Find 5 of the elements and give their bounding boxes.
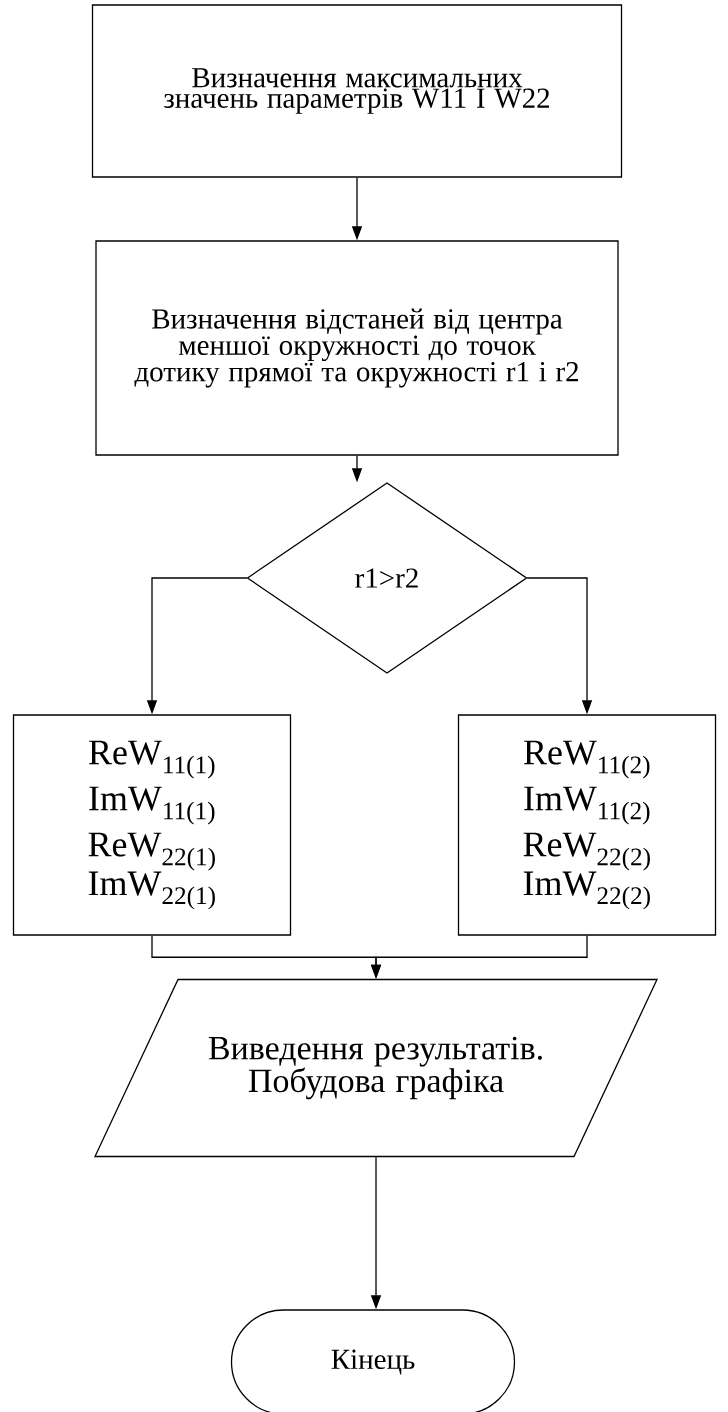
terminal-box: Кінець xyxy=(230,1309,516,1412)
process-box: ReW$_{11(1)}$ ImW$_{11(1)}$ ReW$_{22(1)}$ ImW$_{22(1)}$ xyxy=(12,714,292,936)
process-box: Визначення максимальних значень параметрів W11 I W22 xyxy=(91,4,623,178)
process-box: Визначення відстаней від центра меншої окружності до точок дотику прямої та окружності r1 і r2 xyxy=(95,240,619,456)
process-box: ReW$_{11(2)}$ ImW$_{11(2)}$ ReW$_{22(2)}$ ImW$_{22(2)}$ xyxy=(457,714,717,936)
